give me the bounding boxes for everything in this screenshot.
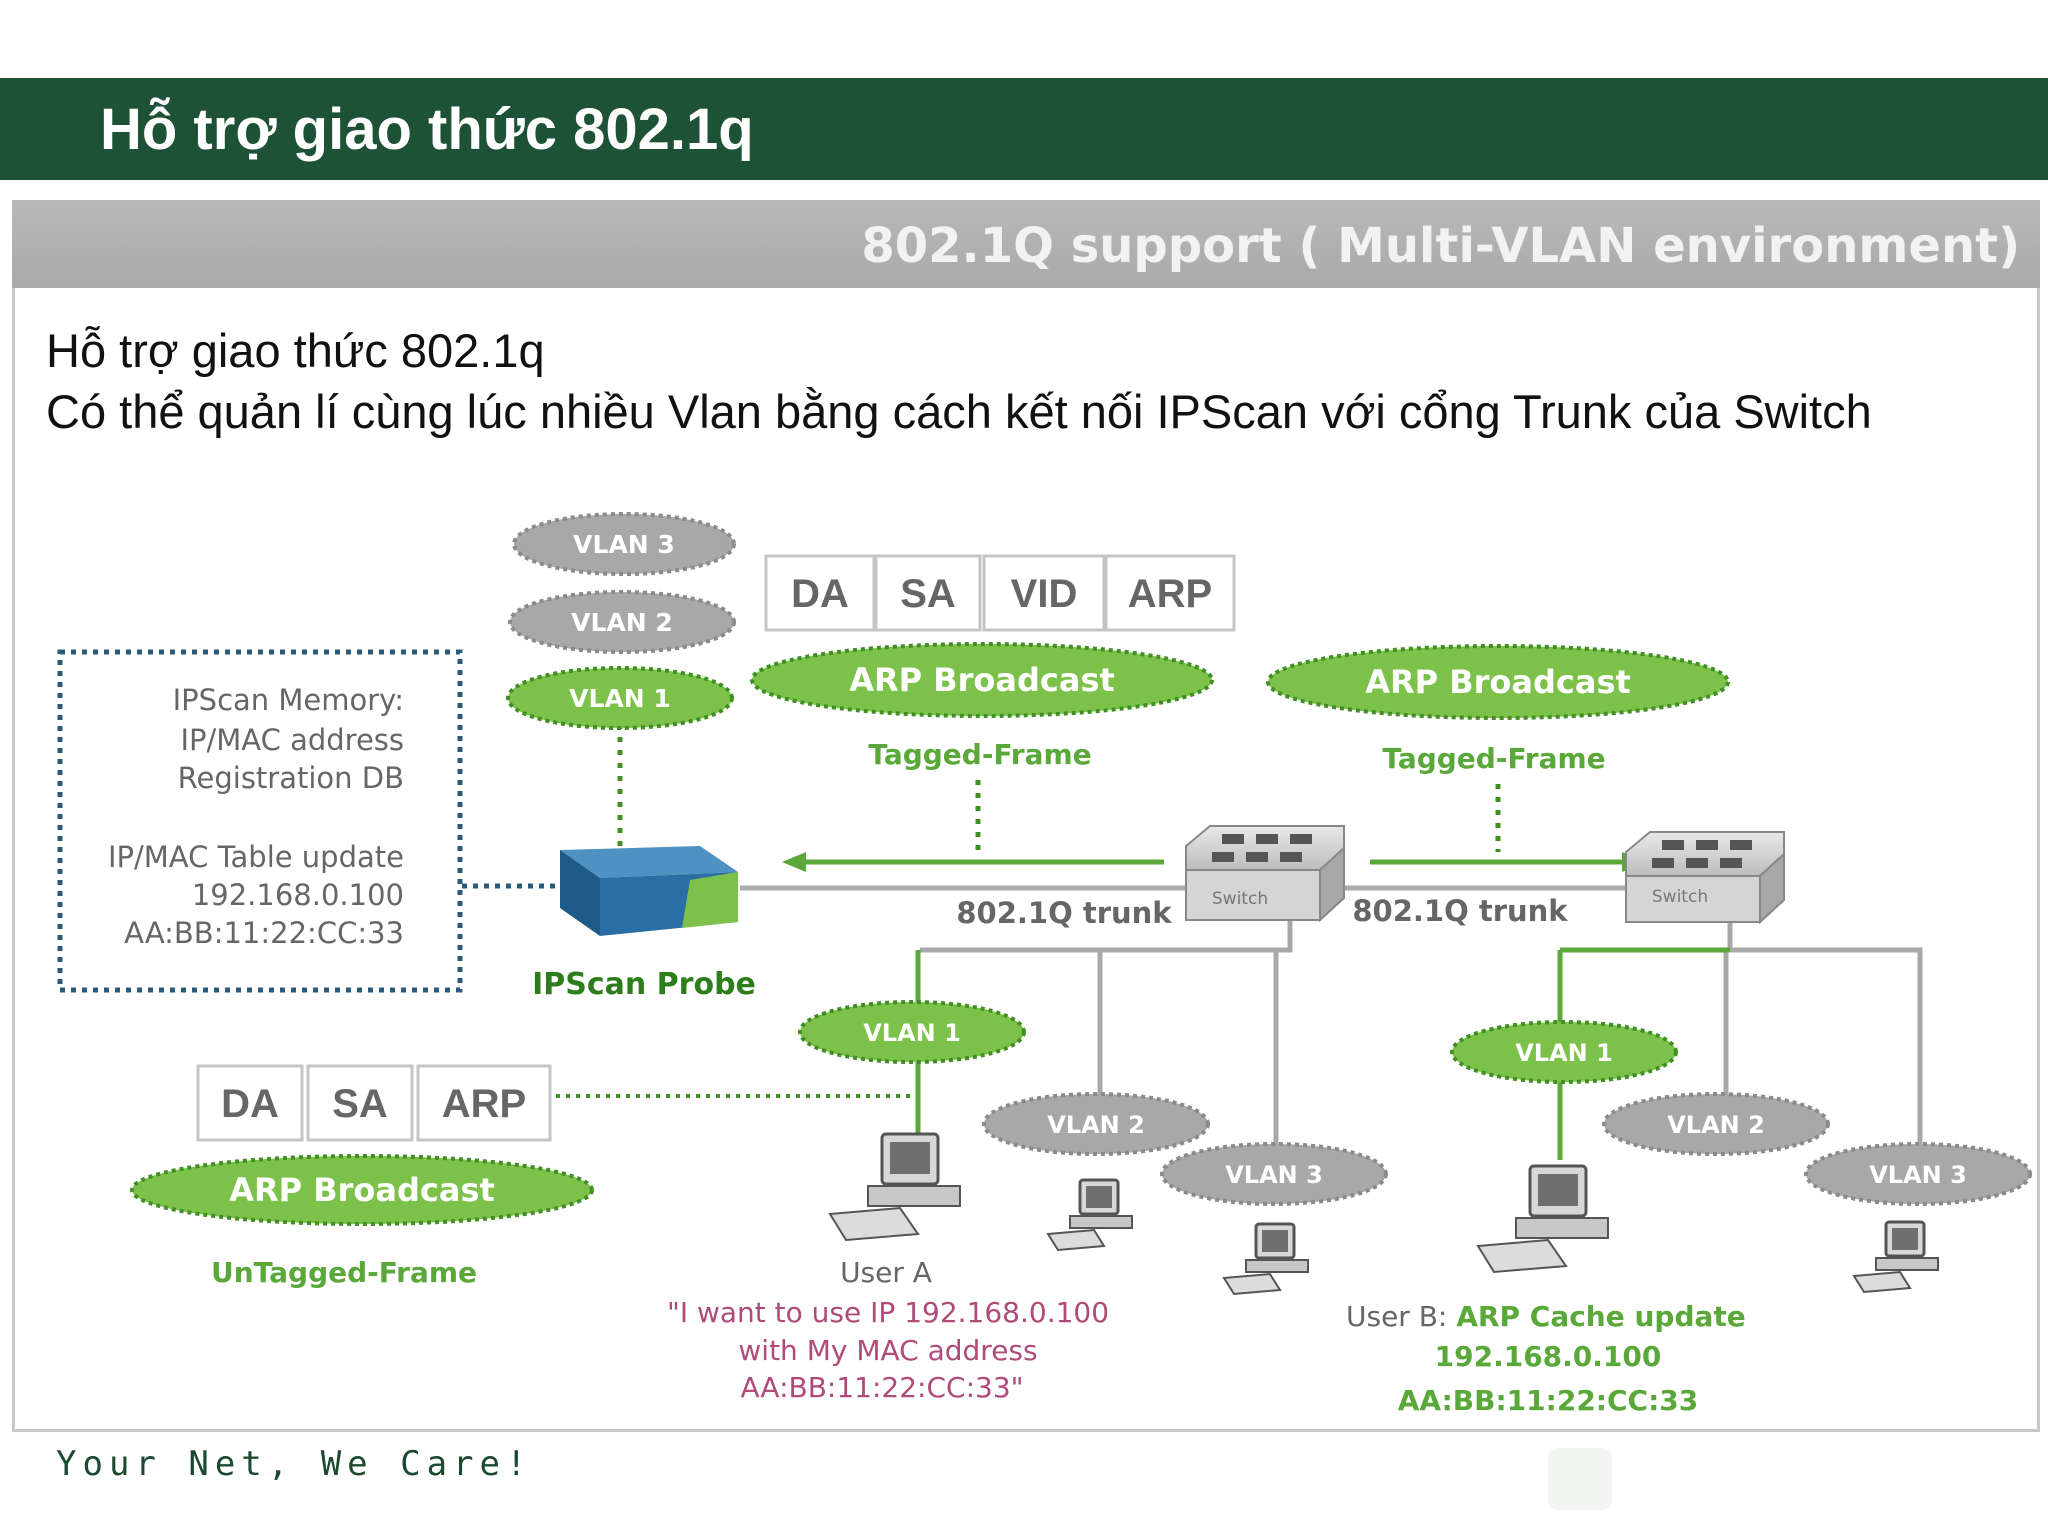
user-b-vlan2-ellipse xyxy=(1602,1092,1830,1156)
svg-text:User B: ARP Cache update: User B: ARP Cache update xyxy=(1346,1300,1746,1333)
content-frame xyxy=(12,200,2040,1432)
probe-vlan3-label: VLAN 3 xyxy=(573,530,675,559)
tagged-field-da xyxy=(764,554,876,632)
slide-title: Hỗ trợ giao thức 802.1q xyxy=(100,97,754,162)
user-b-vlan1-label: VLAN 1 xyxy=(1515,1039,1613,1067)
memory-line-4: IP/MAC Table update xyxy=(108,840,404,874)
tagged-field-sa xyxy=(874,554,982,632)
computer-vlan3-b-icon xyxy=(1852,1220,1939,1294)
body-line-1: Hỗ trợ giao thức 802.1q xyxy=(46,324,545,377)
memory-line-1: IPScan Memory: xyxy=(173,683,404,717)
tagged-field-vid-label: VID xyxy=(1011,572,1078,616)
user-a-vlan3-ellipse xyxy=(1160,1142,1388,1206)
memory-box xyxy=(57,649,463,993)
user-a-vlan2-label: VLAN 2 xyxy=(1047,1111,1145,1139)
banner xyxy=(12,200,2040,288)
arp-broadcast-label-2: ARP Broadcast xyxy=(1365,663,1631,701)
user-b-vlan2-label: VLAN 2 xyxy=(1667,1111,1765,1139)
user-a-vlan1-label: VLAN 1 xyxy=(863,1019,961,1047)
banner-title: 802.1Q support ( Multi-VLAN environment) xyxy=(861,218,2020,274)
user-a-vlan2-ellipse xyxy=(982,1092,1210,1156)
user-b-vlan1-ellipse xyxy=(1450,1020,1678,1084)
user-b-ip: 192.168.0.100 xyxy=(1435,1340,1662,1373)
untagged-field-da-label: DA xyxy=(221,1082,279,1126)
trunk-label-1: 802.1Q trunk xyxy=(956,896,1172,930)
untagged-field-arp xyxy=(416,1064,552,1142)
probe-vlan2-ellipse xyxy=(508,590,736,654)
tagged-frame-label-1: Tagged-Frame xyxy=(868,738,1091,771)
switch-2-label: Switch xyxy=(1652,887,1708,907)
user-a-vlan1-ellipse xyxy=(798,1000,1026,1064)
tagged-frame-label-2: Tagged-Frame xyxy=(1382,742,1605,775)
untagged-field-da xyxy=(196,1064,304,1142)
title-bar xyxy=(0,78,2048,180)
user-b-computer-icon xyxy=(1476,1164,1609,1274)
user-a-quote-2: with My MAC address xyxy=(738,1334,1037,1367)
tagged-field-da-label: DA xyxy=(791,572,849,616)
user-b-status: ARP Cache update xyxy=(1456,1300,1746,1333)
user-a-computer-icon xyxy=(828,1132,961,1242)
memory-line-5: 192.168.0.100 xyxy=(192,878,404,912)
user-a-vlan3-label: VLAN 3 xyxy=(1225,1161,1323,1189)
arp-broadcast-ellipse-3 xyxy=(130,1154,594,1226)
memory-line-3: Registration DB xyxy=(178,761,404,795)
memory-line-2: IP/MAC address xyxy=(180,723,404,757)
untagged-frame-label: UnTagged-Frame xyxy=(211,1256,477,1289)
computer-vlan2-a-icon xyxy=(1046,1178,1133,1252)
untagged-field-sa xyxy=(306,1064,414,1142)
arp-broadcast-label-3: ARP Broadcast xyxy=(229,1171,495,1209)
probe-vlan1-ellipse xyxy=(506,666,734,730)
untagged-field-arp-label: ARP xyxy=(442,1082,526,1126)
tagged-field-vid xyxy=(982,554,1106,632)
user-b-vlan3-label: VLAN 3 xyxy=(1869,1161,1967,1189)
probe-vlan2-label: VLAN 2 xyxy=(571,608,673,637)
arp-broadcast-ellipse-2 xyxy=(1266,644,1730,720)
user-a-quote-1: "I want to use IP 192.168.0.100 xyxy=(667,1296,1109,1329)
tagged-field-sa-label: SA xyxy=(900,572,956,616)
user-b-mac: AA:BB:11:22:CC:33 xyxy=(1398,1384,1699,1417)
ipscan-probe-icon xyxy=(560,846,738,936)
tagged-field-arp-label: ARP xyxy=(1128,572,1212,616)
arp-broadcast-ellipse-1 xyxy=(750,642,1214,718)
switch-1-label: Switch xyxy=(1212,889,1268,909)
memory-line-6: AA:BB:11:22:CC:33 xyxy=(124,916,404,950)
arrow-left-icon xyxy=(782,852,806,872)
footer-slogan: Your Net, We Care! xyxy=(56,1444,533,1484)
trunk-label-2: 802.1Q trunk xyxy=(1352,894,1568,928)
user-a-quote-3: AA:BB:11:22:CC:33" xyxy=(740,1371,1023,1404)
probe-vlan1-label: VLAN 1 xyxy=(569,684,671,713)
computer-vlan3-a-icon xyxy=(1222,1222,1309,1296)
body-line-2: Có thể quản lí cùng lúc nhiều Vlan bằng … xyxy=(46,385,1872,438)
user-b-name: User B: xyxy=(1346,1300,1456,1333)
probe-vlan3-ellipse xyxy=(512,512,736,576)
user-b-vlan3-ellipse xyxy=(1804,1142,2032,1206)
probe-label: IPScan Probe xyxy=(532,967,756,1002)
switch-2-icon xyxy=(1625,831,1785,925)
footer-logo xyxy=(1548,1448,1612,1510)
untagged-field-sa-label: SA xyxy=(332,1082,388,1126)
arp-broadcast-label-1: ARP Broadcast xyxy=(849,661,1115,699)
switch-1-icon xyxy=(1185,825,1345,923)
tagged-field-arp xyxy=(1104,554,1236,632)
user-a-name: User A xyxy=(840,1256,932,1289)
